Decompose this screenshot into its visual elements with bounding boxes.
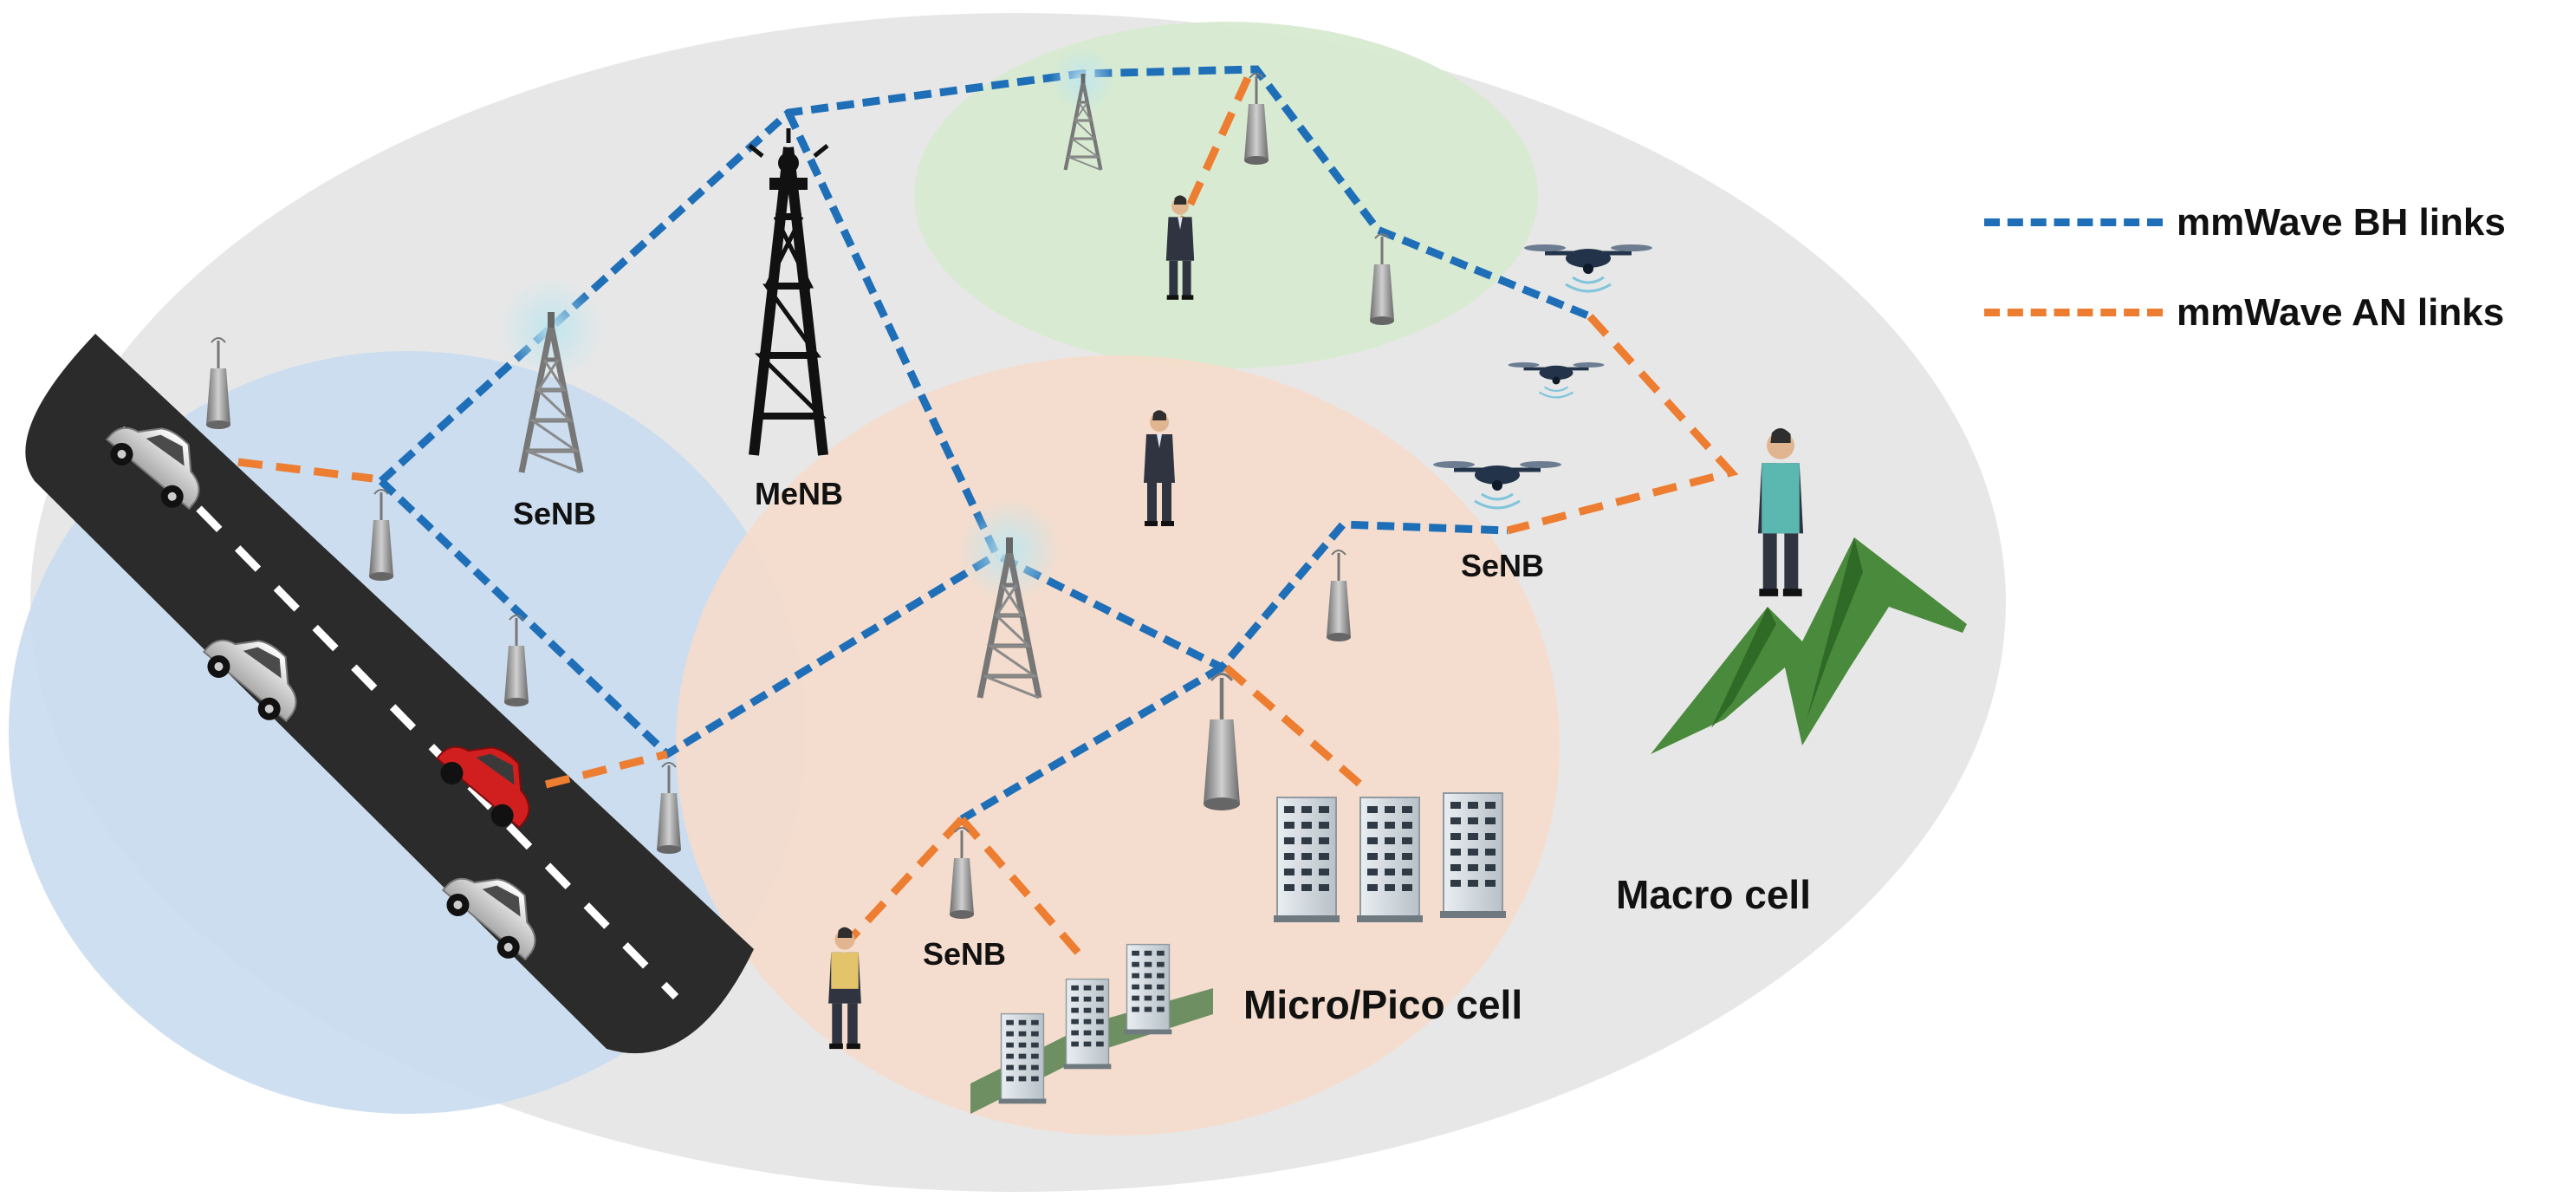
menb-label: MeNB (755, 476, 843, 511)
legend-label-bh: mmWave BH links (2177, 201, 2506, 244)
legend-swatch-an (1984, 309, 2163, 316)
bh-link (378, 65, 1592, 485)
legend-item-an: mmWave AN links (1984, 283, 2573, 373)
legend-item-bh: mmWave BH links (1984, 192, 2573, 283)
menb-tower-icon (748, 128, 829, 456)
legend: mmWave BH links mmWave AN links (1984, 192, 2573, 373)
senb-label-bottom: SeNB (923, 936, 1006, 972)
macro-cell-label: Macro cell (1616, 872, 1811, 917)
car-icon-red (435, 745, 530, 830)
senb-label-drone: SeNB (1461, 548, 1544, 583)
building-icon (1356, 797, 1424, 923)
an-links (237, 76, 1739, 956)
senb-label-left: SeNB (513, 496, 596, 531)
bh-link (959, 664, 1224, 823)
building-block-icon (970, 943, 1213, 1114)
legend-label-an: mmWave AN links (2177, 291, 2505, 334)
an-link (846, 816, 965, 944)
mountain-icon (1651, 537, 1967, 754)
building-icon (1273, 797, 1340, 923)
an-link (1223, 664, 1363, 788)
an-link (958, 817, 1082, 956)
building-icon (1439, 792, 1507, 919)
an-link (237, 458, 373, 483)
legend-swatch-bh (1984, 218, 2163, 226)
person-icon (1757, 427, 1804, 596)
person-icon (828, 927, 861, 1050)
road (25, 334, 755, 1054)
an-link (544, 750, 669, 789)
micro-pico-cell-label: Micro/Pico cell (1243, 982, 1522, 1027)
an-link (1506, 313, 1739, 535)
an-link (1178, 76, 1252, 223)
